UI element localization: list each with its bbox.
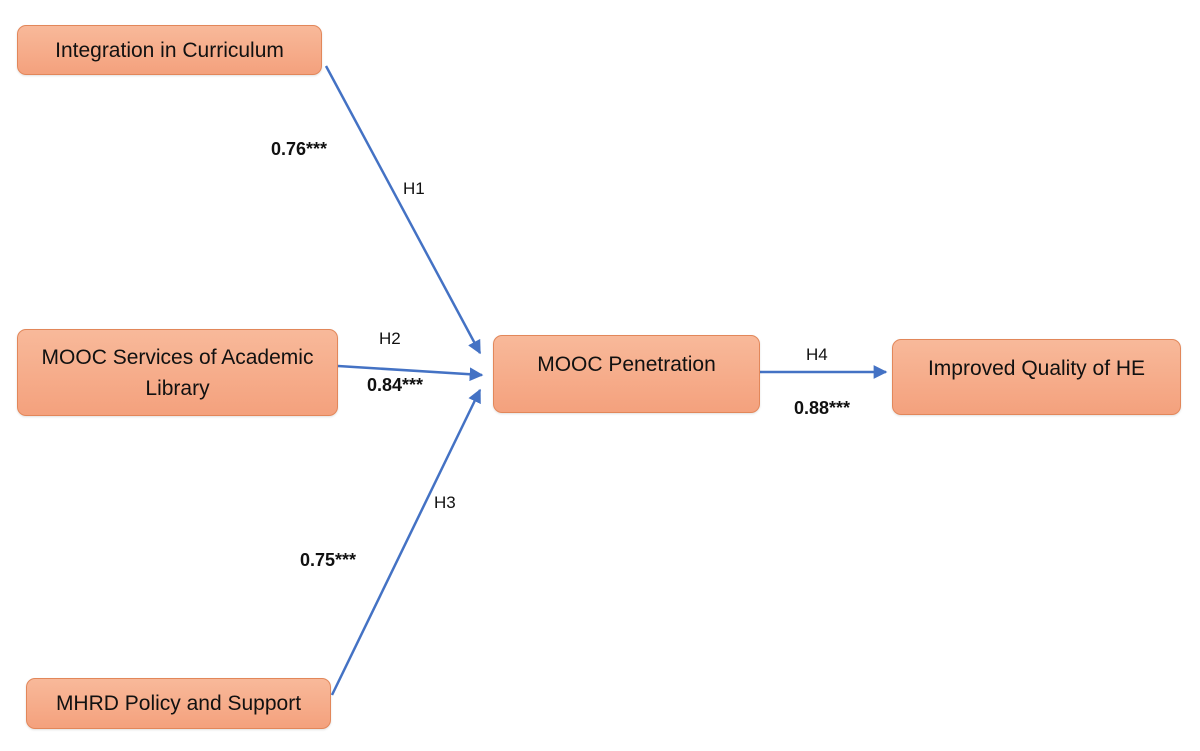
node-mooc-penetration: MOOC Penetration bbox=[493, 335, 760, 413]
node-improved-quality-of-he: Improved Quality of HE bbox=[892, 339, 1181, 415]
node-mhrd-label: MHRD Policy and Support bbox=[55, 692, 302, 715]
coefficient-h1: 0.76*** bbox=[271, 139, 328, 159]
node-improved-quality-label: Improved Quality of HE bbox=[927, 356, 1146, 380]
hypothesis-label-h2: H2 bbox=[379, 329, 401, 348]
arrow-h3 bbox=[330, 388, 482, 696]
arrow-h2 bbox=[337, 364, 484, 382]
node-mooc-services-label-line2: Library bbox=[145, 376, 210, 400]
arrow-h1 bbox=[324, 65, 482, 355]
hypothesis-label-h4: H4 bbox=[806, 345, 828, 364]
hypothesis-label-h3: H3 bbox=[434, 493, 456, 512]
node-mooc-services-of-academic-library: MOOC Services of Academic Library bbox=[17, 329, 338, 416]
coefficient-h2: 0.84*** bbox=[367, 375, 424, 395]
coefficient-h4: 0.88*** bbox=[794, 398, 851, 418]
node-mooc-services-label-line1: MOOC Services of Academic bbox=[41, 345, 314, 369]
node-mooc-penetration-label: MOOC Penetration bbox=[537, 352, 716, 376]
coefficient-h3: 0.75*** bbox=[300, 550, 357, 570]
node-integration-in-curriculum: Integration in Curriculum bbox=[17, 25, 322, 75]
node-mhrd-policy-and-support: MHRD Policy and Support bbox=[26, 678, 331, 729]
hypothesis-label-h1: H1 bbox=[403, 179, 425, 198]
node-integration-label: Integration in Curriculum bbox=[55, 38, 284, 62]
